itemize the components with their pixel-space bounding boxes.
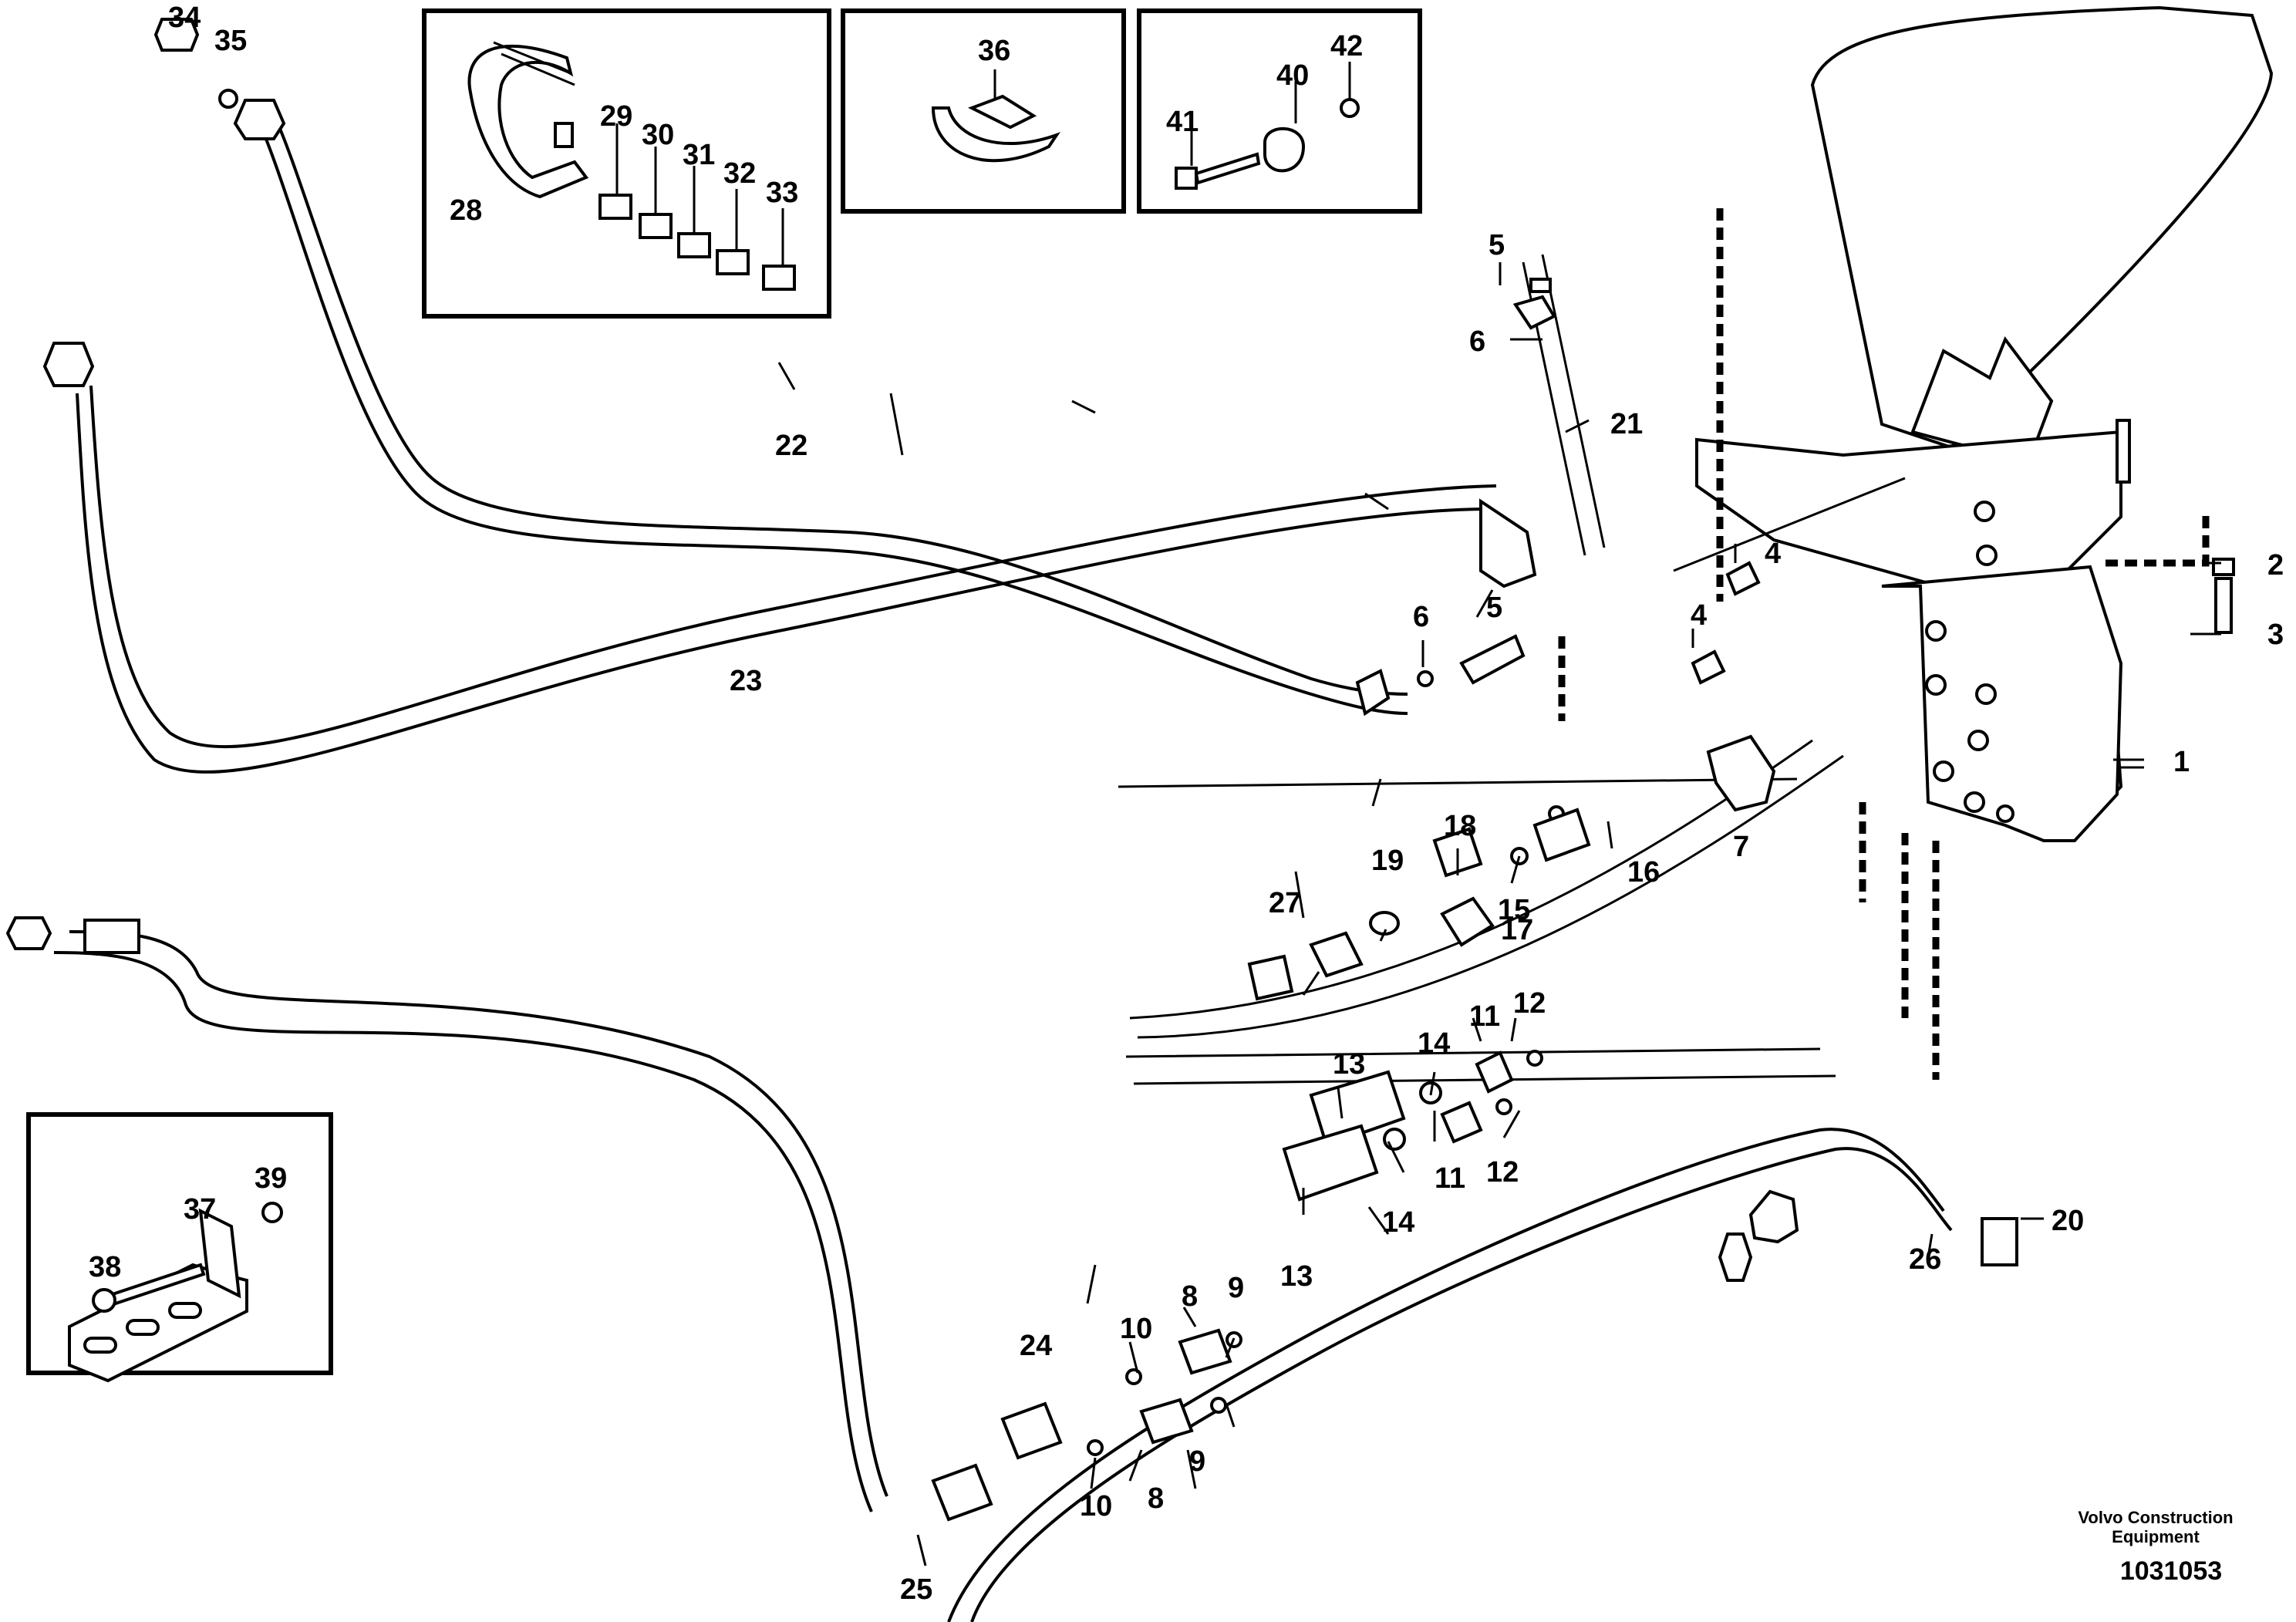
inset-clip-bolt (1137, 8, 1422, 214)
label-37: 37 (184, 1193, 216, 1226)
label-2: 2 (2267, 549, 2284, 582)
footer-credits: Volvo Construction Equipment 1031053 (2078, 1508, 2233, 1586)
label-30: 30 (642, 119, 674, 151)
label-16: 16 (1627, 856, 1660, 889)
label-5a: 5 (1489, 229, 1505, 261)
label-17: 17 (1501, 914, 1533, 946)
label-15: 15 (1498, 894, 1530, 926)
label-29: 29 (600, 100, 632, 133)
label-28: 28 (450, 194, 482, 227)
label-4b: 4 (1691, 599, 1707, 632)
label-1: 1 (2173, 746, 2190, 778)
label-24: 24 (1020, 1330, 1052, 1362)
label-3: 3 (2267, 619, 2284, 651)
label-6a: 6 (1469, 325, 1485, 358)
label-8b: 8 (1148, 1482, 1164, 1515)
inset-hose-clamp (841, 8, 1126, 214)
label-14b: 14 (1382, 1206, 1414, 1239)
label-10b: 10 (1080, 1490, 1112, 1523)
label-11b: 11 (1435, 1162, 1465, 1195)
label-40: 40 (1276, 59, 1309, 92)
pedal-valve-assembly (1695, 5, 2274, 842)
inset-bracket (26, 1112, 333, 1383)
label-38: 38 (89, 1251, 121, 1283)
label-13b: 13 (1280, 1260, 1313, 1293)
label-36: 36 (978, 35, 1010, 67)
drawing-number: 1031053 (2120, 1556, 2222, 1586)
label-13a: 13 (1333, 1048, 1365, 1081)
fittings (5, 18, 2018, 1522)
label-41: 41 (1166, 106, 1199, 138)
part-labels: 1 2 3 4 4 5 5 6 6 7 8 8 9 9 10 10 11 11 … (89, 2, 2284, 1606)
label-25: 25 (900, 1573, 932, 1606)
inset-cable-ties (422, 8, 831, 319)
label-35: 35 (214, 25, 247, 57)
company-name-line2: Equipment (2112, 1527, 2200, 1546)
leader-lines (777, 262, 2221, 1566)
label-21: 21 (1610, 408, 1643, 440)
company-name-line1: Volvo Construction (2078, 1508, 2233, 1527)
label-42: 42 (1330, 30, 1363, 62)
label-9a: 9 (1228, 1272, 1244, 1304)
label-10a: 10 (1120, 1313, 1152, 1345)
label-27: 27 (1269, 887, 1301, 919)
label-26: 26 (1909, 1243, 1941, 1276)
label-6b: 6 (1413, 601, 1429, 633)
label-32: 32 (723, 157, 756, 190)
dashed-connection-lines (1558, 208, 2210, 1080)
hose-lines (53, 115, 1953, 1622)
label-9b: 9 (1189, 1445, 1205, 1478)
label-5b: 5 (1486, 592, 1502, 624)
label-34: 34 (168, 2, 201, 34)
label-39: 39 (255, 1162, 287, 1195)
label-4a: 4 (1765, 538, 1781, 570)
label-11a: 11 (1469, 1000, 1500, 1033)
label-7: 7 (1733, 831, 1749, 863)
label-23: 23 (730, 665, 762, 697)
label-31: 31 (683, 139, 715, 171)
label-8a: 8 (1182, 1280, 1198, 1313)
label-19: 19 (1371, 845, 1404, 877)
label-14a: 14 (1418, 1027, 1450, 1060)
label-12b: 12 (1486, 1156, 1519, 1189)
label-18: 18 (1444, 810, 1476, 842)
label-22: 22 (775, 430, 807, 462)
label-20: 20 (2052, 1205, 2084, 1237)
label-12a: 12 (1513, 987, 1546, 1020)
label-33: 33 (766, 177, 798, 209)
